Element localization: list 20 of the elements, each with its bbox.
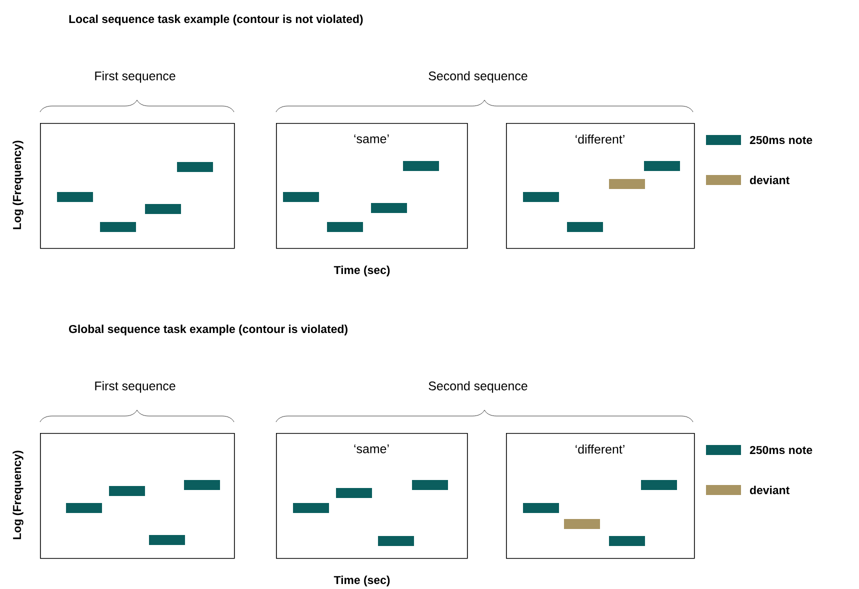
axis-label: Log (Frequency) [12,450,24,540]
brace-label: Second sequence [428,71,528,83]
brace-label: Second sequence [428,381,528,393]
legend-label: 250ms note [750,446,812,454]
heading: Local sequence task example (contour is not violated) [69,14,363,26]
axis-label: Log (Frequency) [12,140,24,230]
sequence-box: ‘same’ [276,433,468,559]
sequence-box: ‘same’ [276,123,468,249]
sequence-box: ‘different’ [506,123,695,249]
legend-label: 250ms note [750,136,812,144]
axis-label: Time (sec) [334,266,390,276]
sequence-box: ‘different’ [506,433,695,559]
axis-label: Time (sec) [334,576,390,586]
sequence-box [40,433,235,559]
brace-label: First sequence [95,71,176,83]
sequence-box [40,123,235,249]
heading: Global sequence task example (contour is violated) [69,324,348,336]
legend-label: deviant [750,486,790,494]
brace-label: First sequence [95,381,176,393]
legend-label: deviant [750,176,790,184]
